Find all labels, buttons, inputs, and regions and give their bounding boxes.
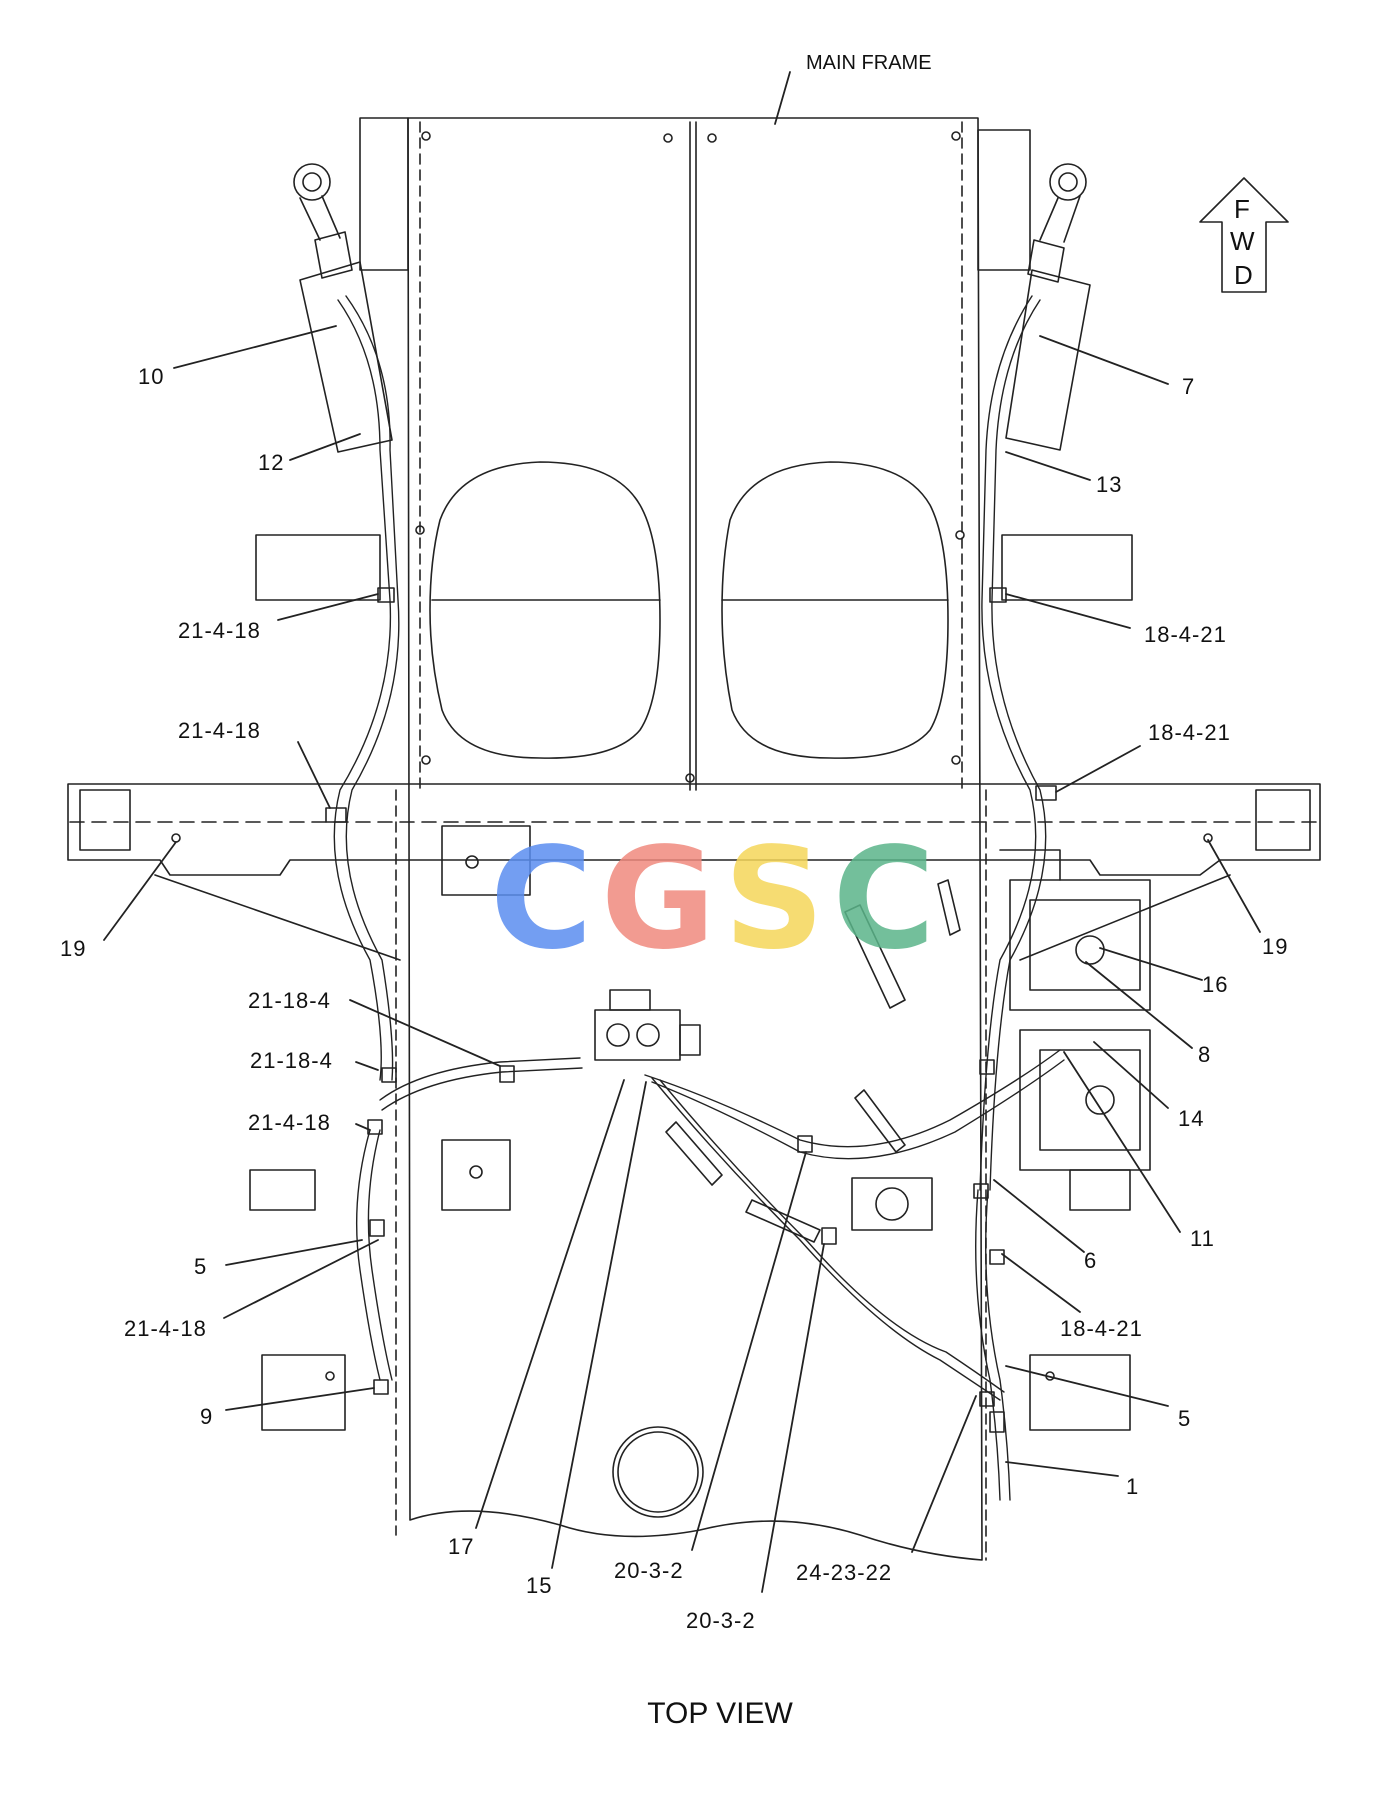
callout-21-4-18-upper: 21-4-18: [178, 618, 261, 643]
callout-19-right: 19: [1262, 934, 1289, 959]
leader-lines: [103, 71, 1261, 1593]
main-frame-label: MAIN FRAME: [806, 52, 932, 74]
callout-24-23-22: 24-23-22: [796, 1560, 893, 1585]
main-frame: [359, 117, 1031, 1561]
callout-6: 6: [1084, 1248, 1098, 1273]
watermark-letter-c1: C: [490, 818, 593, 981]
callout-5-right: 5: [1178, 1406, 1192, 1431]
callout-20-3-2-b: 20-3-2: [686, 1608, 756, 1633]
callout-21-4-18-axle: 21-4-18: [178, 718, 261, 743]
pump-assembly: [999, 849, 1151, 1171]
callout-13: 13: [1096, 472, 1123, 497]
cgsc-watermark: C G S C: [490, 830, 935, 970]
callout-16: 16: [1202, 972, 1229, 997]
callout-7: 7: [1182, 374, 1196, 399]
callout-15: 15: [526, 1573, 553, 1598]
callout-21-18-4-b: 21-18-4: [250, 1048, 333, 1073]
callout-18-4-21-upper: 18-4-21: [1144, 622, 1227, 647]
lift-cylinder-left: [293, 163, 393, 453]
fwd-letter-f: F: [1234, 194, 1250, 224]
hose-lines: [333, 295, 1065, 1501]
fwd-letter-w: W: [1230, 226, 1255, 256]
frame-opening-right: [721, 461, 949, 759]
hose-clips: [325, 587, 1057, 1433]
callout-8: 8: [1198, 1042, 1212, 1067]
callout-17: 17: [448, 1534, 475, 1559]
callout-1: 1: [1126, 1474, 1140, 1499]
callout-11: 11: [1190, 1226, 1215, 1251]
callout-20-3-2-a: 20-3-2: [614, 1558, 684, 1583]
callout-14: 14: [1178, 1106, 1205, 1131]
callout-5-left: 5: [194, 1254, 208, 1279]
callout-19-left: 19: [60, 936, 87, 961]
lower-structure: [249, 825, 1131, 1518]
callout-18-4-21-lower: 18-4-21: [1060, 1316, 1143, 1341]
cross-axle: [67, 534, 1321, 961]
callout-18-4-21-axle: 18-4-21: [1148, 720, 1231, 745]
callout-10: 10: [138, 364, 165, 389]
fwd-arrow: [1199, 177, 1289, 293]
view-title: TOP VIEW: [647, 1697, 793, 1730]
lift-cylinder-right: [1005, 163, 1091, 451]
callout-21-4-18-lower: 21-4-18: [124, 1316, 207, 1341]
control-valve: [594, 989, 701, 1061]
frame-opening-left: [429, 461, 661, 759]
callout-21-18-4-a: 21-18-4: [248, 988, 331, 1013]
watermark-letter-s: S: [723, 818, 825, 981]
callout-12: 12: [258, 450, 285, 475]
watermark-letter-c2: C: [832, 818, 936, 981]
fwd-letter-d: D: [1234, 260, 1253, 290]
watermark-letter-g: G: [600, 818, 716, 981]
callout-9: 9: [200, 1404, 214, 1429]
callout-21-4-18-mid: 21-4-18: [248, 1110, 331, 1135]
